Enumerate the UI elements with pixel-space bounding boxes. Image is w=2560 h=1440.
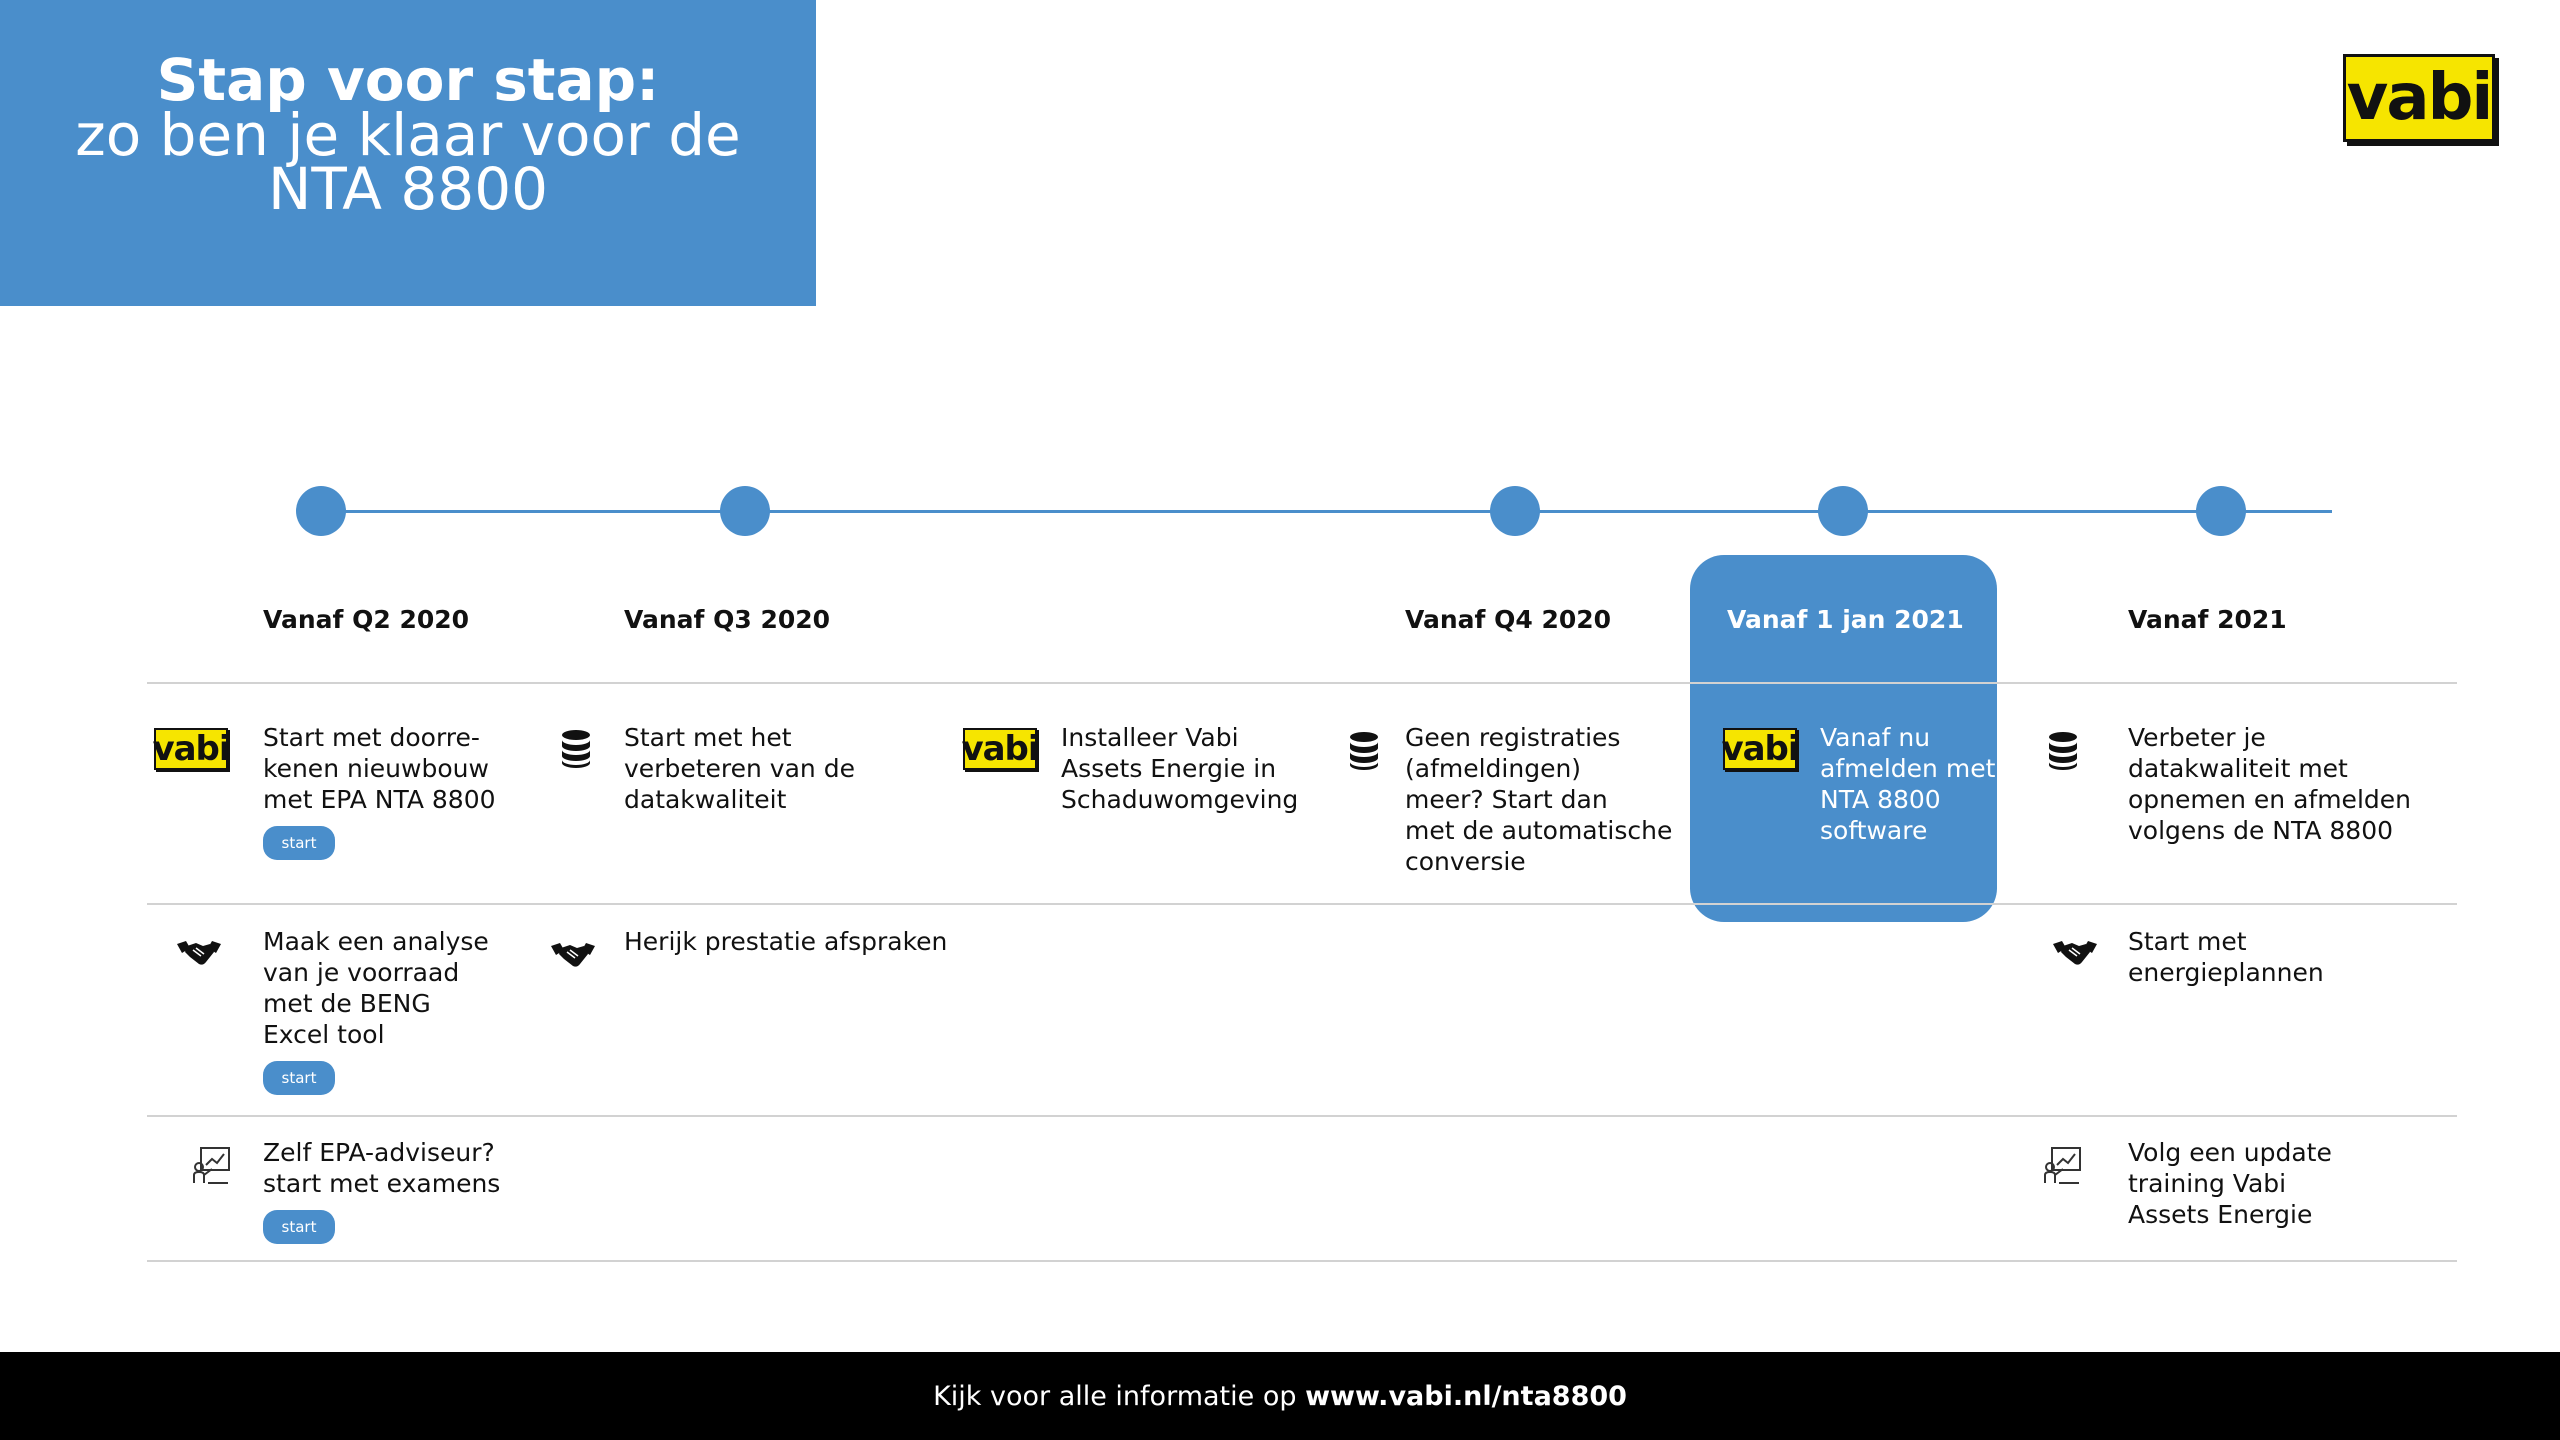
divider xyxy=(147,682,2457,684)
handshake-icon xyxy=(177,941,221,965)
start-button-epa[interactable]: start xyxy=(263,826,335,860)
timeline-dot-q4-2020 xyxy=(1490,486,1540,536)
step-text-epa-adviseur: Zelf EPA-adviseur?start met examens xyxy=(263,1138,501,1198)
timeline-dot-q3-2020 xyxy=(720,486,770,536)
column-title-q2-2020: Vanaf Q2 2020 xyxy=(263,605,470,634)
presentation-icon xyxy=(2044,1147,2081,1184)
column-title-2021: Vanaf 2021 xyxy=(2128,605,2287,634)
column-title-1-jan-2021: Vanaf 1 jan 2021 xyxy=(1727,605,1964,634)
database-icon xyxy=(2049,732,2077,770)
timeline-dot-1-jan-2021 xyxy=(1818,486,1868,536)
column-title-q3-2020: Vanaf Q3 2020 xyxy=(624,605,831,634)
divider xyxy=(147,1260,2457,1262)
vabi-logo[interactable]: vabi xyxy=(2343,54,2495,142)
divider xyxy=(147,903,2457,905)
start-button-beng[interactable]: start xyxy=(263,1061,335,1095)
footer-bar: Kijk voor alle informatie op www.vabi.nl… xyxy=(0,1352,2560,1440)
hero-subtitle-line1: zo ben je klaar voor de xyxy=(75,101,741,169)
hero-subtitle-line2: NTA 8800 xyxy=(267,155,549,223)
timeline-dot-q2-2020 xyxy=(296,486,346,536)
divider xyxy=(147,1115,2457,1117)
timeline-dot-2021 xyxy=(2196,486,2246,536)
footer-link[interactable]: www.vabi.nl/nta8800 xyxy=(1305,1380,1627,1412)
handshake-icon xyxy=(2053,941,2097,965)
column-title-q4-2020: Vanaf Q4 2020 xyxy=(1405,605,1612,634)
step-text-herijk-prestatie: Herijk prestatie afspraken xyxy=(624,927,948,956)
handshake-icon xyxy=(551,943,595,967)
database-icon xyxy=(1350,732,1378,770)
database-icon xyxy=(562,730,590,768)
vabi-logo-small: vabi xyxy=(152,728,231,770)
vabi-logo-small: vabi xyxy=(1721,728,1800,770)
vabi-logo-small: vabi xyxy=(961,728,1040,770)
start-button-examens[interactable]: start xyxy=(263,1210,335,1244)
presentation-icon xyxy=(193,1147,230,1184)
timeline-line xyxy=(320,510,2332,513)
step-text-automatische-conversie: Geen registraties(afmeldingen)meer? Star… xyxy=(1405,723,1673,876)
hero-banner: Stap voor stap: zo ben je klaar voor de … xyxy=(0,0,816,306)
hero-title: Stap voor stap: xyxy=(156,46,660,114)
footer-text: Kijk voor alle informatie op xyxy=(933,1380,1306,1412)
